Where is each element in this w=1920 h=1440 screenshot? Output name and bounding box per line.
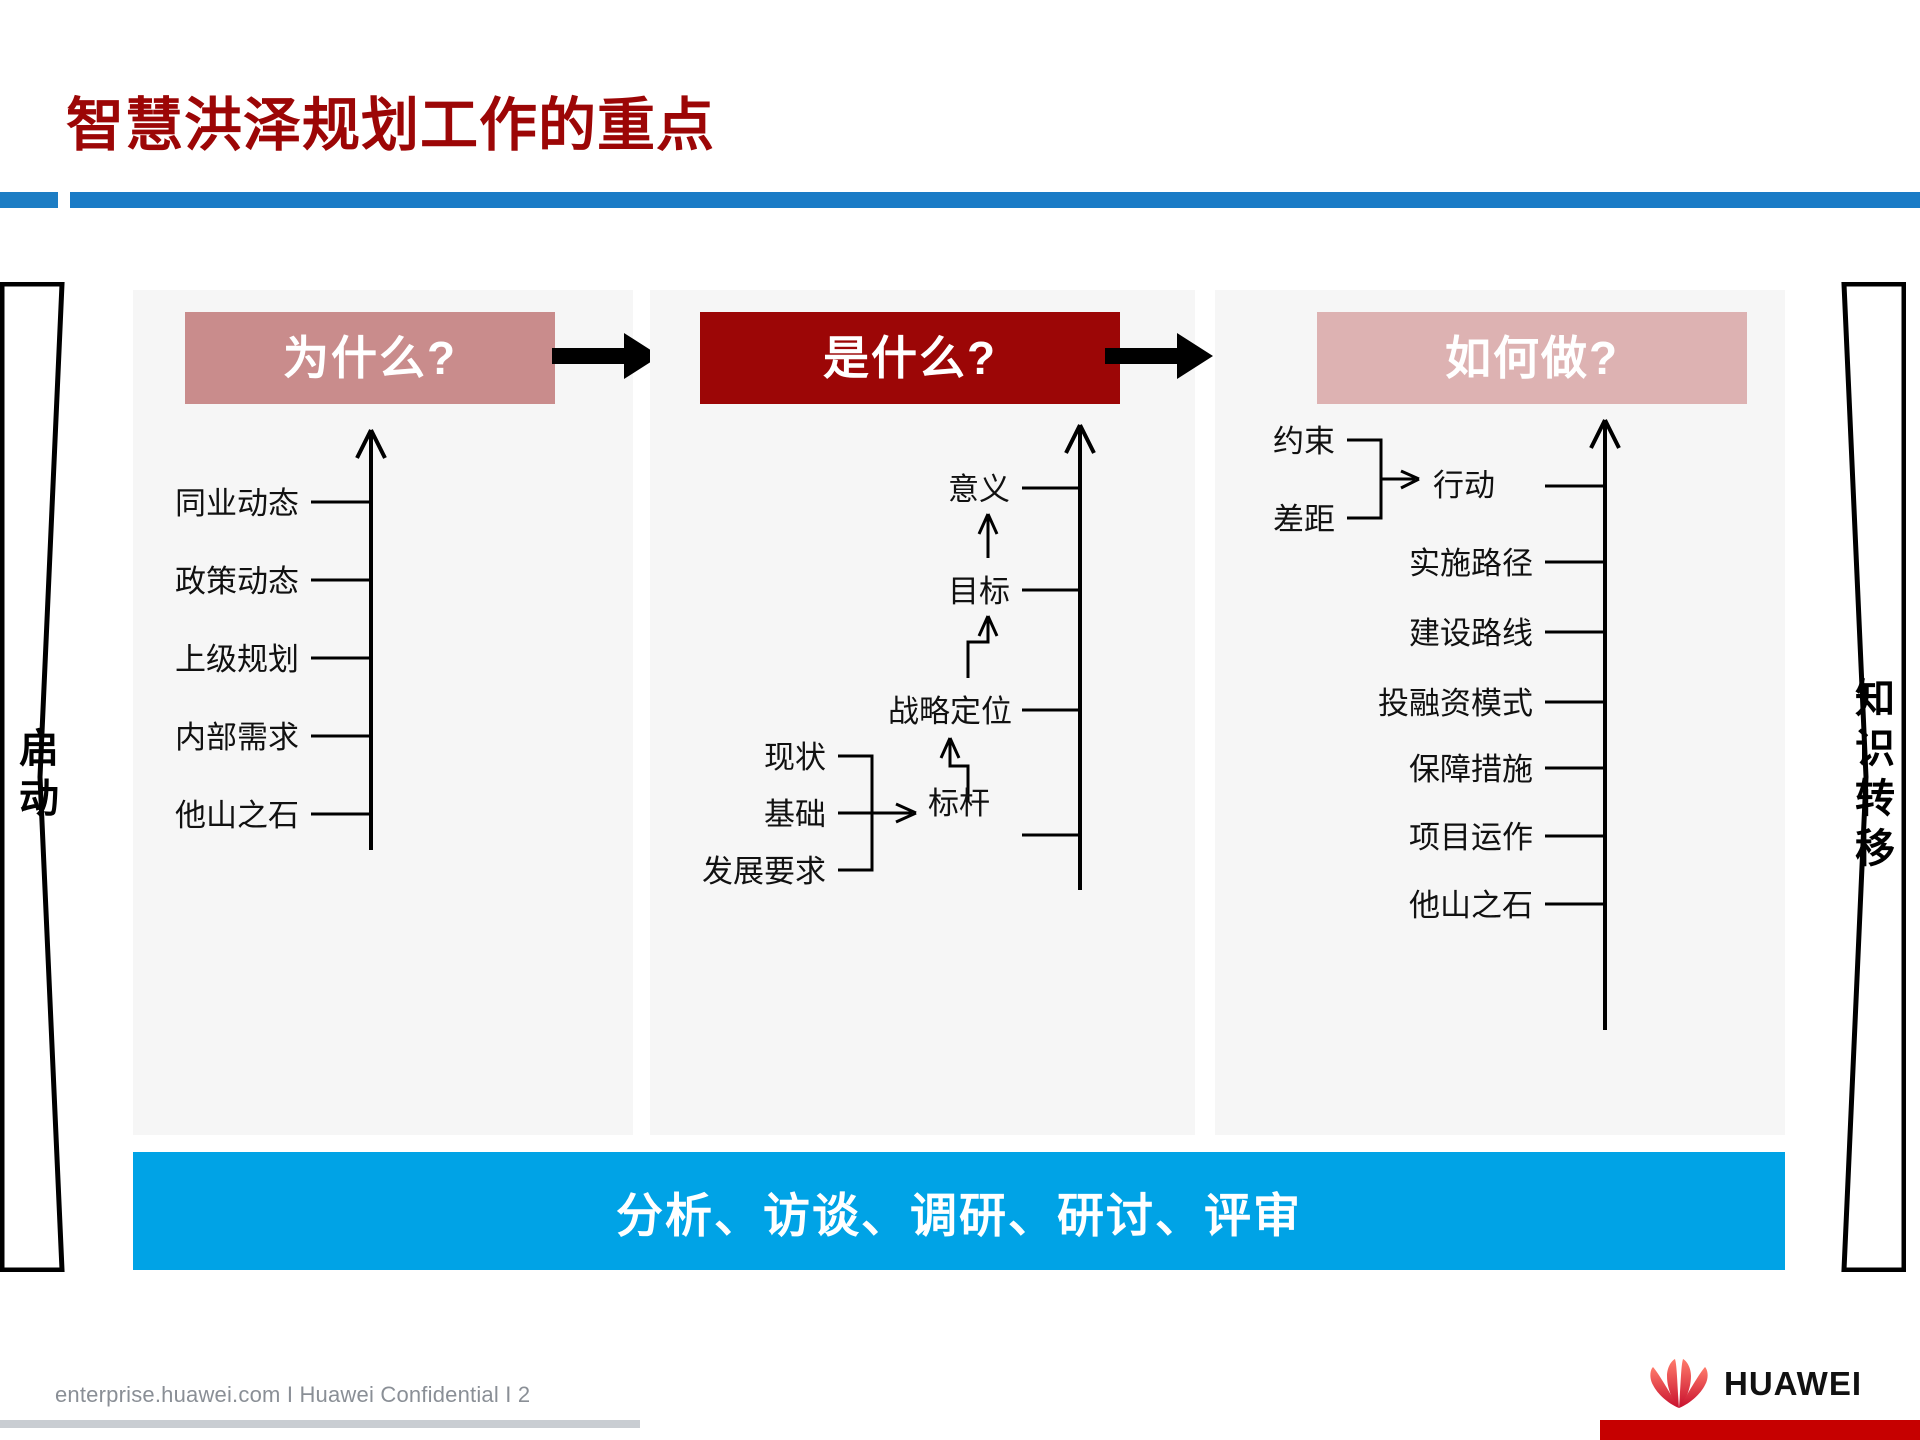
- footer-divider: [0, 1420, 640, 1428]
- panel-what-input-0: 现状: [764, 740, 826, 775]
- panel-what-chain-0: 意义: [948, 472, 1010, 507]
- methods-banner: 分析、访谈、调研、研讨、评审: [133, 1152, 1785, 1270]
- footer-red-bar: [1600, 1420, 1920, 1440]
- panel-how-item-3: 保障措施: [1409, 752, 1533, 787]
- huawei-flower-icon: [1650, 1359, 1708, 1408]
- panel-how-item-5: 他山之石: [1409, 888, 1533, 923]
- header-rule: [70, 192, 1920, 208]
- huawei-logo: HUAWEI: [1648, 1358, 1862, 1410]
- panel-how-diagram: 约束 差距 行动 实施路径 建设路线 投融资模式 保障措施 项目运作 他山之石: [1273, 419, 1621, 1030]
- panel-what-chain-1: 目标: [948, 574, 1010, 609]
- panel-what-chain-2: 战略定位: [888, 694, 1012, 729]
- panel-why-item-1: 政策动态: [175, 564, 299, 599]
- panel-why-item-3: 内部需求: [175, 720, 299, 755]
- huawei-wordmark: HUAWEI: [1724, 1365, 1862, 1402]
- panel-how-input-1: 差距: [1273, 502, 1335, 537]
- panel-why-diagram: 同业动态 政策动态 上级规划 内部需求 他山之石: [175, 429, 387, 850]
- panel-what-input-1: 基础: [764, 797, 826, 832]
- panel-what-input-2: 发展要求: [702, 854, 826, 889]
- panel-how-input-target: 行动: [1433, 468, 1495, 503]
- panel-how-item-2: 投融资模式: [1378, 686, 1533, 721]
- panel-why-item-2: 上级规划: [175, 642, 299, 677]
- header-rule-left-accent: [0, 192, 58, 208]
- footer-text: enterprise.huawei.com I Huawei Confident…: [55, 1382, 531, 1407]
- panel-why: 为什么? 同业动态 政策动态 上级规划 内部需求 他山之石: [133, 290, 633, 1135]
- right-chevron-shape: 知识转移: [1836, 282, 1906, 1272]
- left-chevron-shape: 启动: [0, 282, 70, 1272]
- panel-what-diagram: 意义 目标 战略定位 标杆 现状 基础 发展要求: [702, 424, 1096, 890]
- panel-how-input-0: 约束: [1273, 424, 1335, 459]
- flow-arrow-2-icon: [1105, 325, 1215, 392]
- panel-how-caption: 如何做?: [1317, 312, 1747, 404]
- right-chevron-label: 知识转移: [1849, 677, 1893, 877]
- panel-what-input-target: 标杆: [928, 786, 990, 821]
- panel-how: 如何做? 约束 差距 行动 实施路径 建设路线 投融资模式 保障措施: [1215, 290, 1785, 1135]
- panel-why-caption: 为什么?: [185, 312, 555, 404]
- left-chevron-label: 启动: [13, 727, 57, 827]
- panel-how-item-4: 项目运作: [1409, 820, 1533, 855]
- panel-how-item-0: 实施路径: [1409, 546, 1533, 581]
- panel-what-caption: 是什么?: [700, 312, 1120, 404]
- flow-arrow-1-icon: [552, 325, 662, 392]
- page-title: 智慧洪泽规划工作的重点: [66, 93, 716, 158]
- panel-what: 是什么? 意义 目标 战略定位 标杆: [650, 290, 1195, 1135]
- panel-how-item-1: 建设路线: [1409, 616, 1533, 651]
- panel-why-item-0: 同业动态: [175, 486, 299, 521]
- panel-why-item-4: 他山之石: [175, 798, 299, 833]
